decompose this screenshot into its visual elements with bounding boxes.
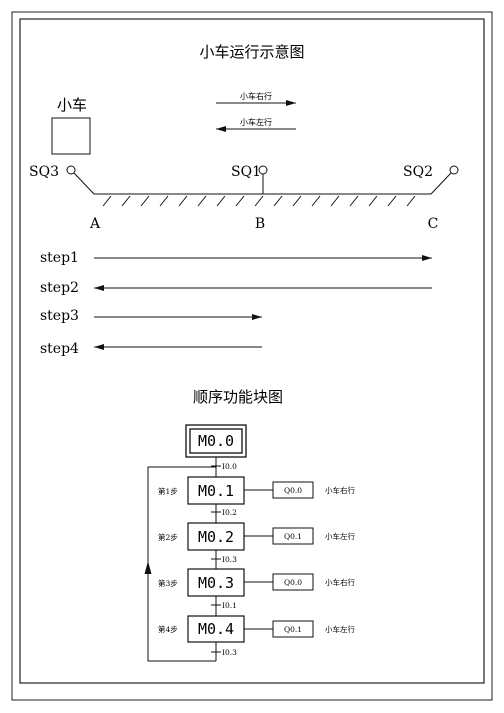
transition-5: I0.3 bbox=[211, 648, 237, 657]
car-box bbox=[51, 117, 91, 155]
sfc-state-2: 第2步 M0.2 Q0.1 小车左行 bbox=[158, 522, 355, 551]
legend-left-label: 小车左行 bbox=[240, 117, 272, 127]
step2-label: step2 bbox=[40, 280, 79, 296]
hatch-mark bbox=[140, 195, 150, 207]
step3-label: step3 bbox=[40, 308, 79, 324]
switch-sq2-label: SQ2 bbox=[403, 164, 433, 180]
sfc-title: 顺序功能块图 bbox=[193, 388, 283, 406]
hatch-mark bbox=[349, 195, 359, 207]
hatch-mark bbox=[292, 195, 302, 207]
state-2-step-label: 第2步 bbox=[158, 532, 178, 542]
transition-5-label: I0.3 bbox=[222, 648, 237, 657]
hatch-mark bbox=[387, 195, 397, 207]
hatch-mark bbox=[102, 195, 112, 207]
state-4-output: Q0.1 bbox=[284, 625, 302, 634]
step1-label: step1 bbox=[40, 250, 79, 266]
state-1-output: Q0.0 bbox=[284, 486, 302, 495]
legend-right-label: 小车右行 bbox=[240, 91, 272, 101]
state-2-name: M0.2 bbox=[198, 528, 234, 546]
switch-sq3-label: SQ3 bbox=[29, 164, 59, 180]
step4-label: step4 bbox=[40, 341, 79, 357]
hatch-mark bbox=[311, 195, 321, 207]
state-4-step-label: 第4步 bbox=[158, 624, 178, 634]
state-1-action: 小车右行 bbox=[325, 485, 355, 495]
transition-2: I0.2 bbox=[211, 508, 237, 517]
state-3-name: M0.3 bbox=[198, 574, 234, 592]
initial-step-inner bbox=[189, 428, 243, 454]
switch-sq2 bbox=[430, 165, 459, 195]
hatch-mark bbox=[273, 195, 283, 207]
transition-2-label: I0.2 bbox=[222, 508, 237, 517]
point-c-label: C bbox=[428, 216, 439, 232]
state-4-name: M0.4 bbox=[198, 620, 234, 638]
state-3-action: 小车右行 bbox=[325, 577, 355, 587]
switch-sq1-label: SQ1 bbox=[231, 164, 261, 180]
hatch-mark bbox=[254, 195, 264, 207]
track-hatching bbox=[102, 195, 416, 207]
sfc-state-1: 第1步 M0.1 Q0.0 小车右行 bbox=[158, 476, 355, 505]
transition-4-label: I0.1 bbox=[222, 601, 237, 610]
hatch-mark bbox=[235, 195, 245, 207]
initial-step-label: M0.0 bbox=[198, 432, 234, 450]
hatch-mark bbox=[178, 195, 188, 207]
sfc-state-3: 第3步 M0.3 Q0.0 小车右行 bbox=[158, 568, 355, 597]
switch-sq3 bbox=[66, 165, 95, 195]
state-1-name: M0.1 bbox=[198, 482, 234, 500]
transition-1-label: I0.0 bbox=[222, 462, 237, 471]
hatch-mark bbox=[368, 195, 378, 207]
transition-1: I0.0 bbox=[211, 462, 237, 471]
hatch-mark bbox=[330, 195, 340, 207]
point-b-label: B bbox=[255, 216, 265, 232]
outer-frame bbox=[11, 11, 493, 701]
state-4-action: 小车左行 bbox=[325, 624, 355, 634]
state-2-action: 小车左行 bbox=[325, 531, 355, 541]
hatch-mark bbox=[216, 195, 226, 207]
transition-3-label: I0.3 bbox=[222, 555, 237, 564]
state-1-step-label: 第1步 bbox=[158, 486, 178, 496]
transition-3: I0.3 bbox=[211, 555, 237, 564]
hatch-mark bbox=[406, 195, 416, 207]
hatch-mark bbox=[159, 195, 169, 207]
state-2-output: Q0.1 bbox=[284, 532, 302, 541]
state-3-output: Q0.0 bbox=[284, 578, 302, 587]
car-label: 小车 bbox=[57, 96, 87, 114]
loop-back-arrow bbox=[144, 561, 152, 574]
diagram-title: 小车运行示意图 bbox=[199, 43, 304, 61]
switch-sq1 bbox=[258, 165, 268, 194]
state-3-step-label: 第3步 bbox=[158, 578, 178, 588]
point-a-label: A bbox=[89, 216, 101, 232]
sfc-state-4: 第4步 M0.4 Q0.1 小车左行 bbox=[158, 615, 355, 643]
transition-4: I0.1 bbox=[211, 601, 237, 610]
inner-frame bbox=[19, 18, 485, 684]
hatch-mark bbox=[197, 195, 207, 207]
hatch-mark bbox=[121, 195, 131, 207]
